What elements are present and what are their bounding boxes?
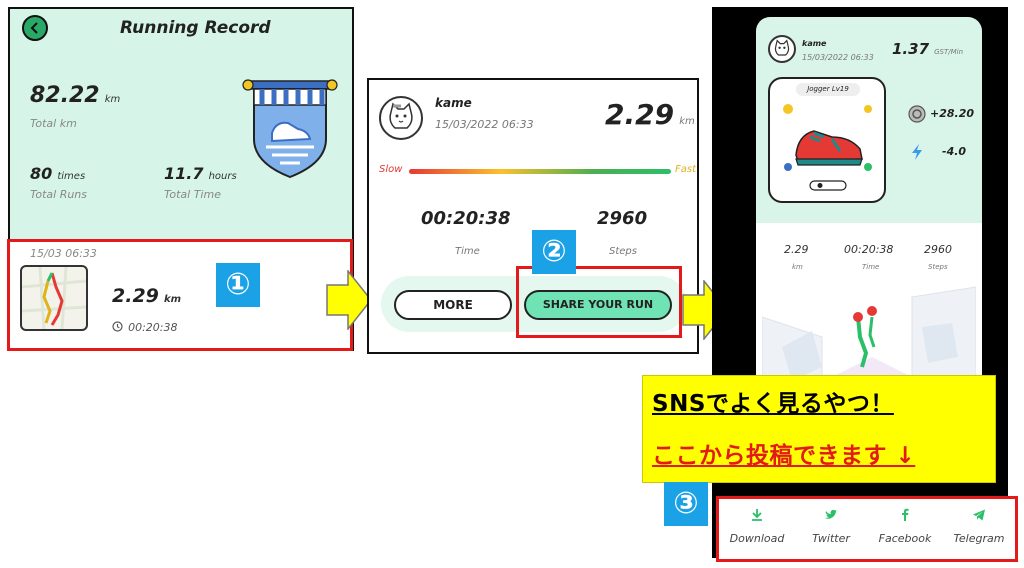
route-map-thumbnail[interactable] [20, 265, 88, 331]
total-runs-unit: times [57, 171, 86, 182]
stat-distance-value: 2.29 [784, 243, 809, 256]
username: kame [435, 96, 472, 110]
total-km-stat: 82.22 km [30, 83, 120, 108]
gst-token-icon [908, 105, 926, 123]
stat-steps-value: 2960 [924, 243, 952, 256]
cat-avatar-icon [774, 39, 790, 56]
avatar [768, 35, 796, 63]
time-value: 00:20:38 [421, 208, 511, 229]
facebook-icon [902, 508, 909, 521]
chevron-left-icon [30, 22, 38, 34]
clock-icon [112, 321, 123, 332]
step-badge-3: ③ [664, 482, 708, 526]
total-km-label: Total km [30, 117, 77, 130]
annotation-line-1: SNSでよく見るやつ！ [652, 391, 894, 417]
total-time-unit: hours [208, 171, 237, 182]
run-distance-unit: km [679, 116, 695, 127]
stat-steps-label: Steps [928, 263, 948, 271]
speed-gradient-bar [409, 169, 671, 174]
annotation-note [642, 375, 996, 483]
time-label: Time [455, 246, 480, 257]
total-time-value: 11.7 [164, 164, 204, 183]
gst-rate: 1.37 GST/Min [892, 39, 963, 58]
yellow-arrow-icon [326, 270, 372, 330]
record-duration-value: 00:20:38 [128, 321, 178, 334]
share-facebook-label: Facebook [878, 532, 932, 545]
sneaker-type-tag: Jogger Lv19 [796, 83, 860, 96]
share-twitter-label: Twitter [812, 532, 850, 545]
back-button[interactable] [22, 15, 48, 41]
record-highlight-box [7, 239, 353, 351]
more-button[interactable]: MORE [394, 290, 512, 320]
run-distance-value: 2.29 [605, 98, 675, 131]
share-your-run-button[interactable]: SHARE YOUR RUN [524, 290, 672, 320]
share-options-bar: Download Twitter Facebook Telegram [716, 496, 1018, 562]
share-download-label: Download [729, 532, 785, 545]
step-badge-2: ② [532, 230, 576, 274]
total-runs-value: 80 [30, 164, 53, 183]
record-duration: 00:20:38 [112, 316, 178, 335]
stat-time-label: Time [862, 263, 880, 271]
speed-slow-label: Slow [379, 164, 403, 175]
energy-value: -4.0 [942, 145, 967, 158]
gst-rate-value: 1.37 [892, 40, 930, 58]
record-distance: 2.29 km [112, 285, 181, 307]
total-time-label: Total Time [164, 188, 221, 201]
share-highlight-box [516, 266, 682, 338]
sneaker-card: Jogger Lv19 [768, 77, 886, 203]
record-date: 15/03 06:33 [30, 247, 97, 260]
run-datetime: 15/03/2022 06:33 [435, 118, 534, 131]
total-time-stat: 11.7 hours [164, 164, 237, 183]
stat-distance-label: km [792, 263, 803, 271]
speed-fast-label: Fast [675, 164, 697, 175]
share-card: kame 15/03/2022 06:33 1.37 GST/Min Jogge… [756, 17, 982, 413]
avatar[interactable] [379, 96, 423, 140]
run-datetime: 15/03/2022 06:33 [802, 53, 874, 62]
cat-avatar-icon [389, 102, 413, 129]
run-distance: 2.29 km [605, 98, 695, 131]
page-title: Running Record [120, 18, 271, 38]
share-telegram-label: Telegram [953, 532, 1005, 545]
share-telegram-button[interactable]: Telegram [943, 507, 1015, 545]
reward-value: +28.20 [930, 107, 975, 120]
steps-value: 2960 [597, 208, 648, 229]
share-facebook-button[interactable]: Facebook [869, 507, 941, 545]
step-badge-1: ① [216, 263, 260, 307]
telegram-icon [973, 509, 985, 521]
username: kame [802, 39, 827, 48]
share-twitter-button[interactable]: Twitter [795, 507, 867, 545]
stat-time-value: 00:20:38 [844, 243, 894, 256]
twitter-icon [825, 509, 837, 519]
energy-bolt-icon [912, 144, 922, 160]
sneaker-icon [783, 104, 872, 191]
steps-label: Steps [609, 246, 637, 257]
route-map-icon [22, 267, 86, 329]
download-icon [752, 509, 762, 521]
share-download-button[interactable]: Download [721, 507, 793, 545]
total-runs-label: Total Runs [30, 188, 88, 201]
total-km-value: 82.22 [30, 83, 100, 108]
gst-rate-unit: GST/Min [934, 48, 964, 56]
record-distance-value: 2.29 [112, 285, 159, 307]
run-detail-screen: kame 15/03/2022 06:33 2.29 km Slow Fast … [367, 78, 699, 354]
shoe-banner-icon [242, 79, 338, 179]
total-km-unit: km [104, 94, 121, 105]
record-distance-unit: km [163, 294, 182, 305]
total-runs-stat: 80 times [30, 164, 85, 183]
annotation-line-2: ここから投稿できます ↓ [652, 443, 916, 469]
